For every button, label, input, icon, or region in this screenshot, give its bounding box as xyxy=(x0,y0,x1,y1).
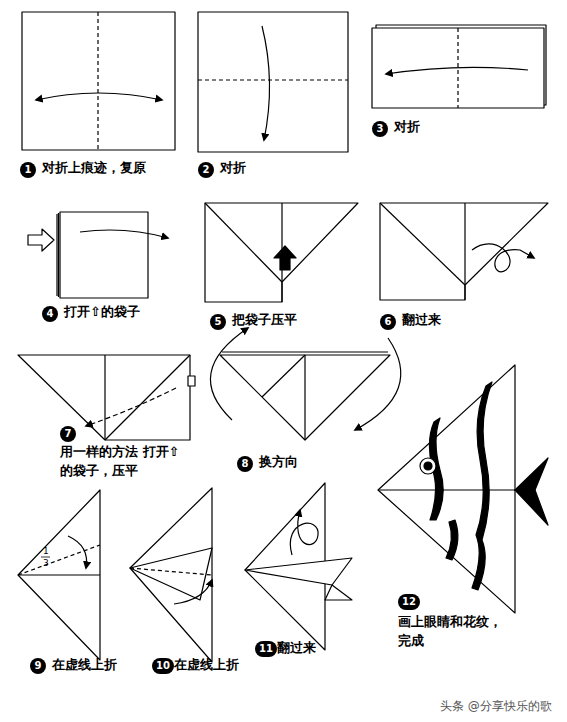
step9-triangle xyxy=(18,490,100,660)
step-number: 5 xyxy=(210,314,226,330)
step6-shape xyxy=(380,203,548,300)
step-number: 4 xyxy=(42,306,58,322)
step-caption: 用一样的方法 打开⇧的袋子，压平 xyxy=(60,443,210,481)
step2-square xyxy=(198,12,348,152)
step-caption: 换方向 xyxy=(259,453,298,472)
step4-square xyxy=(28,212,168,298)
fraction-part: 3 xyxy=(43,559,49,568)
step1-square xyxy=(22,12,175,150)
step-number: 8 xyxy=(237,456,253,472)
finished-fish xyxy=(378,365,548,613)
step-caption: 把袋子压平 xyxy=(232,311,297,330)
step-caption: 对折 xyxy=(220,159,246,178)
step-caption: 打开⇧的袋子 xyxy=(64,303,140,322)
step3-rectangle xyxy=(372,25,546,108)
step-caption: 对折上痕迹，复原 xyxy=(42,159,146,178)
step-caption: 在虚线上折 xyxy=(52,656,117,675)
step-number: 12 xyxy=(398,594,420,610)
step-caption: 画上眼睛和花纹， 完成 xyxy=(398,613,518,651)
step8-triangle xyxy=(210,328,400,440)
step-number: 11 xyxy=(255,641,277,657)
step11-shape xyxy=(245,483,352,650)
step-caption: 翻过来 xyxy=(402,311,441,330)
step-number: 2 xyxy=(198,162,214,178)
step-number: 10 xyxy=(152,658,174,674)
step-number: 6 xyxy=(380,314,396,330)
step-caption: 翻过来 xyxy=(277,639,316,658)
step-number: 9 xyxy=(30,658,46,674)
watermark: 头条 @分享快乐的歌 xyxy=(440,698,552,715)
fraction-part: 1 xyxy=(43,547,49,556)
step-caption: 对折 xyxy=(394,118,420,137)
step5-squash xyxy=(205,203,358,302)
step10-triangle xyxy=(130,488,212,662)
step-caption: 在虚线上折 xyxy=(174,656,239,675)
step-number: 7 xyxy=(60,426,76,442)
step-number: 1 xyxy=(20,162,36,178)
step7-shape xyxy=(18,355,195,440)
step-number: 3 xyxy=(372,121,388,137)
